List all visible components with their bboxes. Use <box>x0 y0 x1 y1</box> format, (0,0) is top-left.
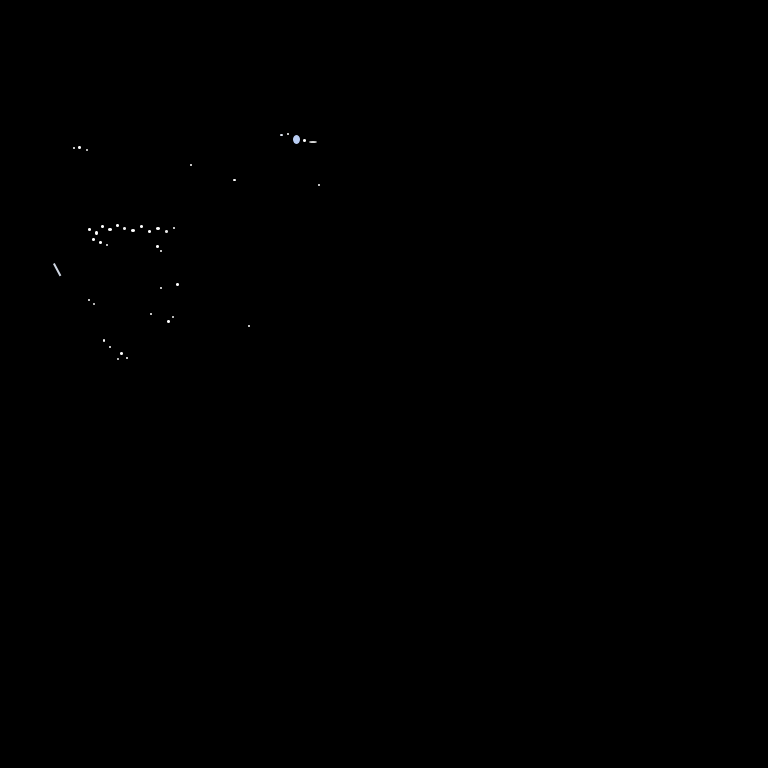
light-speck <box>190 164 192 166</box>
light-speck <box>86 149 88 151</box>
light-speck <box>287 133 289 135</box>
light-speck <box>108 228 112 231</box>
light-speck <box>93 303 95 305</box>
light-speck <box>106 244 108 246</box>
light-speck <box>88 299 90 301</box>
light-speck <box>309 141 317 143</box>
light-speck <box>123 227 126 230</box>
light-speck <box>318 184 320 186</box>
light-speck <box>140 225 143 228</box>
light-speck <box>88 228 91 231</box>
light-speck <box>109 346 111 348</box>
light-speck <box>101 225 104 228</box>
light-speck <box>103 339 105 342</box>
light-streak <box>53 263 62 277</box>
light-speck <box>248 325 250 327</box>
light-speck <box>148 230 151 233</box>
light-speck <box>303 139 306 142</box>
light-speck <box>73 147 75 149</box>
light-speck <box>160 250 162 252</box>
light-speck <box>126 357 128 359</box>
light-speck <box>95 231 98 235</box>
light-speck <box>173 227 175 229</box>
light-speck <box>116 224 119 227</box>
light-speck <box>150 313 152 315</box>
light-speck <box>280 134 283 136</box>
light-speck <box>131 229 135 232</box>
light-speck <box>99 241 102 244</box>
light-speck <box>120 352 123 355</box>
light-speck <box>233 179 236 181</box>
light-speck <box>165 230 168 233</box>
light-speck <box>172 316 174 318</box>
light-speck <box>156 227 160 230</box>
light-speck <box>78 146 81 149</box>
light-speck <box>92 238 95 241</box>
light-speck <box>117 358 119 360</box>
light-speck <box>167 320 170 323</box>
light-speck <box>293 135 300 144</box>
light-speck <box>160 287 162 289</box>
light-speck <box>156 245 159 248</box>
light-speck <box>176 283 179 286</box>
